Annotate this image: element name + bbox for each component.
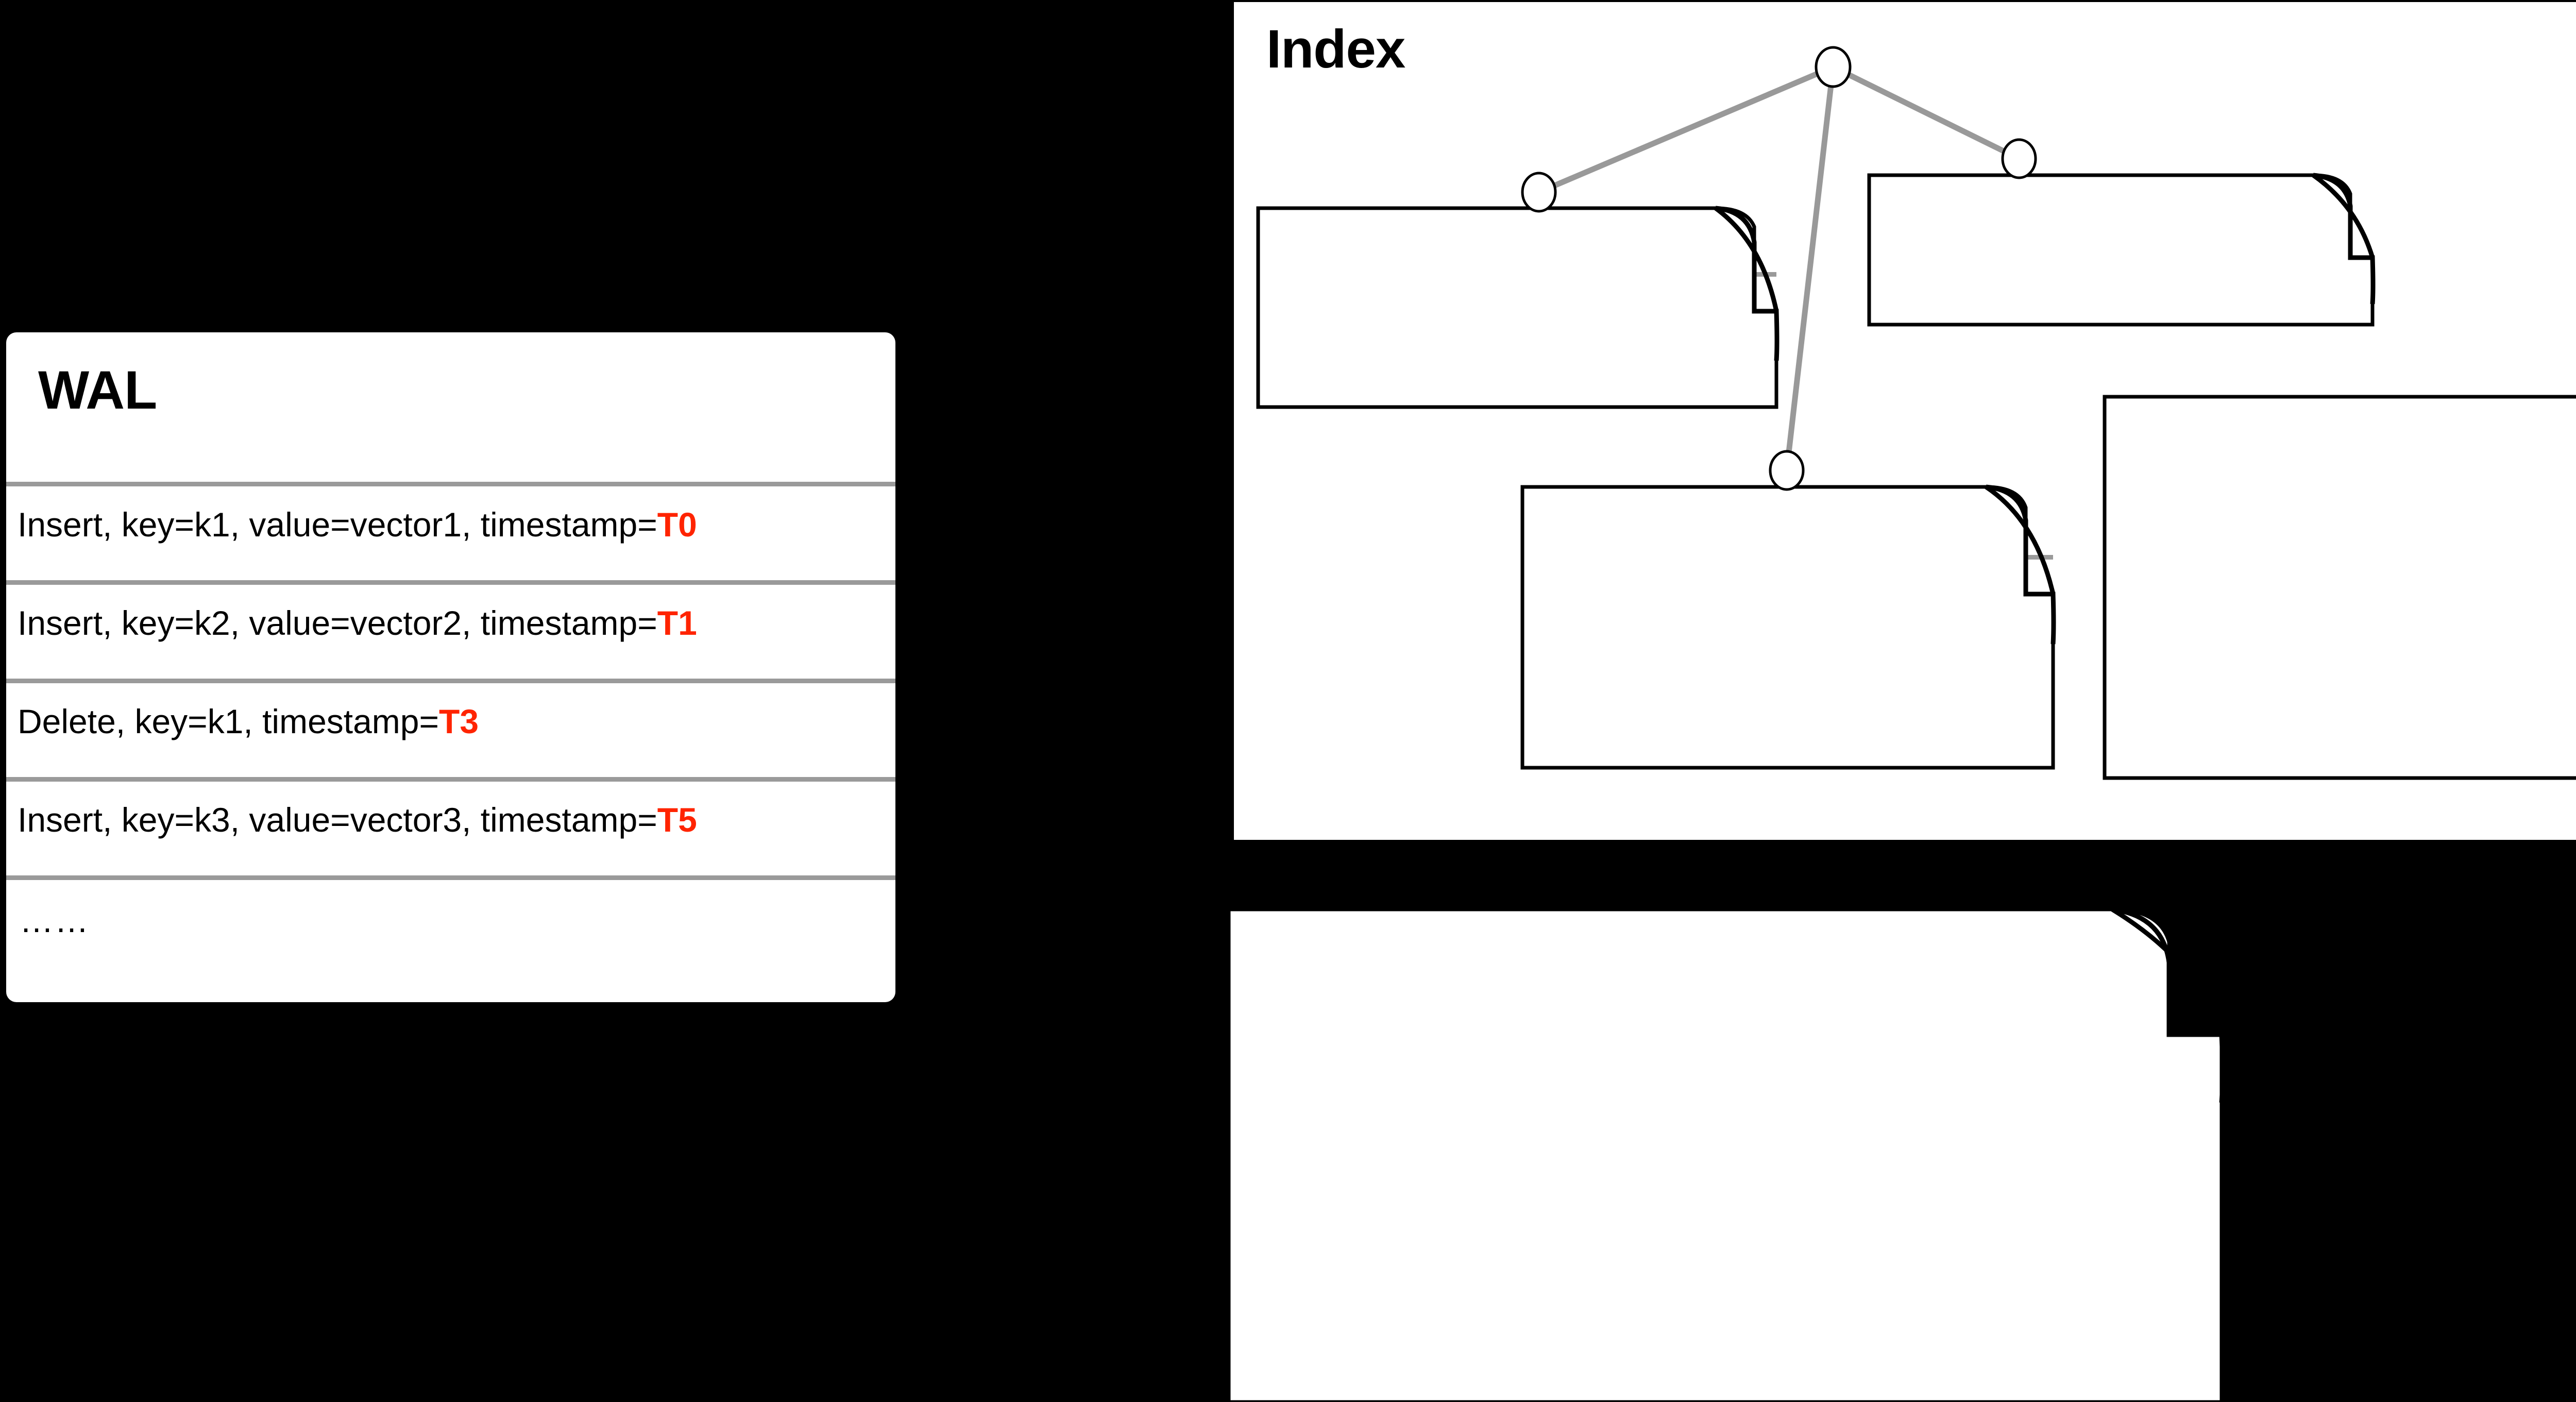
- delete-log-panel: Delete Log k3, delete_pos, …, timestamp=…: [2105, 397, 2576, 778]
- leaf-k23-row-timestamp: T1: [1846, 570, 1881, 603]
- wal-row-timestamp: T0: [657, 505, 697, 544]
- delete-log-separator: [2105, 639, 2576, 644]
- index-title: Index: [1266, 19, 1405, 79]
- wal-row-timestamp: T1: [657, 604, 697, 642]
- wal-row-text: Insert, key=k1, value=vector1, timestamp…: [18, 505, 657, 544]
- leaf-k23-separator: [1522, 689, 2053, 694]
- wal-row: Insert, key=k1, value=vector1, timestamp…: [18, 508, 697, 542]
- bin-log-title: Bin Log: [1250, 932, 1423, 984]
- wal-row-text: Delete, key=k1, timestamp=: [18, 702, 439, 740]
- bin-log-row-text: Op=Insert, execution_time=5,…,timestamp=: [1261, 1180, 1887, 1216]
- leaf-node-ellipsis: ……: [1869, 175, 2372, 325]
- bin-log-separator: [1229, 1160, 2222, 1165]
- leaf-k1-row-timestamp: T0: [1579, 287, 1614, 320]
- wal-row: Insert, key=k3, value=vector3, timestamp…: [18, 803, 697, 837]
- bin-log-row: Op=Insert, execution_time=3,…,timestamp=…: [1261, 1092, 1924, 1124]
- wal-separator: [6, 679, 895, 683]
- delete-log-ellipsis: ……: [2401, 660, 2462, 693]
- leaf-k23-row-timestamp: T5: [1846, 637, 1881, 670]
- wal-separator: [6, 875, 895, 880]
- bin-log-panel: Bin Log Op=Insert, execution_time=3,…,ti…: [1229, 909, 2222, 1402]
- wal-row-text: Insert, key=k3, value=vector3, timestamp…: [18, 801, 657, 839]
- bin-log-row-text: Op=Insert, execution_time=3,…,timestamp=: [1261, 1090, 1887, 1126]
- wal-row-timestamp: T3: [439, 702, 479, 740]
- wal-title: WAL: [38, 360, 157, 420]
- wal-row: Delete, key=k1, timestamp=T3: [18, 704, 479, 738]
- bin-log-row-timestamp: T0: [1886, 1090, 1924, 1126]
- wal-row-timestamp: T5: [657, 801, 697, 839]
- leaf-k23-row: k2, vector2, timestamp=T1: [1534, 572, 1880, 602]
- leaf-ellipsis-dots: ……: [2067, 230, 2128, 263]
- leaf-k1-separator: [1258, 339, 1776, 343]
- leaf-k1-row-text: k1, vector1, timestamp=: [1266, 287, 1579, 320]
- leaf-k23-separator: [1522, 555, 2053, 560]
- delete-log-row-timestamp: T3: [2523, 590, 2557, 623]
- leaf-k1-separator: [1258, 272, 1776, 277]
- wal-row-text: Insert, key=k2, value=vector2, timestamp…: [18, 604, 657, 642]
- leaf-node-k1: k1, vector1, timestamp=T0 ……: [1258, 208, 1776, 407]
- leaf-node-k2-k3: k2, vector2, timestamp=T1 k3, vector3, t…: [1522, 487, 2053, 768]
- leaf-k23-row: k3, vector3, timestamp=T5: [1534, 639, 1880, 669]
- bin-log-row-timestamp: T1: [1886, 1180, 1924, 1216]
- wal-separator: [6, 777, 895, 782]
- bin-log-separator: [1229, 1252, 2222, 1257]
- wal-separator: [6, 580, 895, 585]
- leaf-k23-ellipsis: ……: [1739, 706, 1800, 739]
- bin-log-separator: [1229, 1069, 2222, 1074]
- wal-ellipsis: ……: [20, 901, 90, 939]
- delete-log-row-text: k3, delete_pos, …, timestamp=: [2117, 590, 2523, 623]
- wal-row: Insert, key=k2, value=vector2, timestamp…: [18, 606, 697, 640]
- wal-panel: WAL Insert, key=k1, value=vector1, times…: [6, 332, 895, 1002]
- delete-log-separator: [2105, 572, 2576, 577]
- leaf-k1-row: k1, vector1, timestamp=T0: [1266, 289, 1613, 318]
- bin-log-row: Op=Insert, execution_time=5,…,timestamp=…: [1261, 1183, 1924, 1214]
- leaf-k23-separator: [1522, 622, 2053, 627]
- bin-log-ellipsis: ……: [1261, 1273, 1327, 1309]
- wal-separator: [6, 482, 895, 486]
- delete-log-title: Delete Log: [2125, 419, 2336, 466]
- leaf-k23-row-text: k2, vector2, timestamp=: [1534, 570, 1846, 603]
- leaf-k1-ellipsis: ……: [1469, 356, 1530, 388]
- delete-log-row: k3, delete_pos, …, timestamp=T3: [2117, 592, 2557, 621]
- leaf-k23-row-text: k3, vector3, timestamp=: [1534, 637, 1846, 670]
